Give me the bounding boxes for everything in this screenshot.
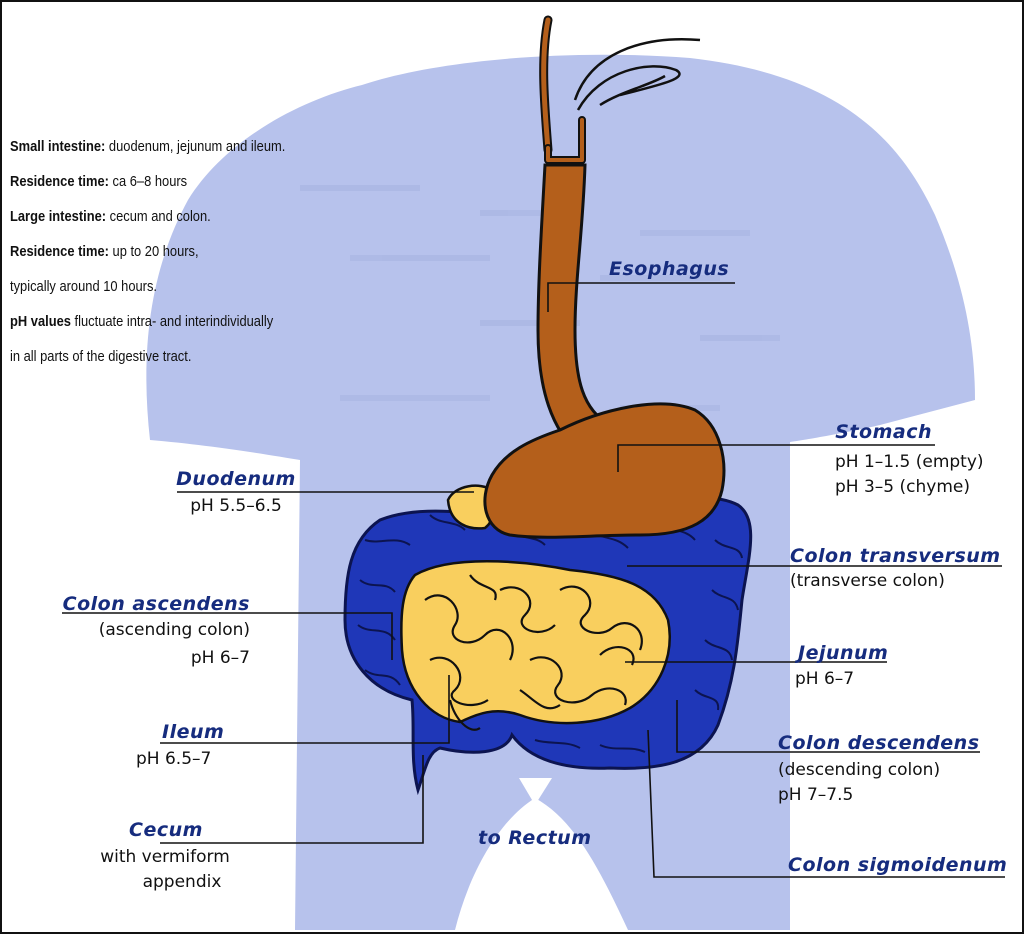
label-ileum-name: Ileum — [162, 721, 225, 743]
info-text-block: Small intestine: duodenum, jejunum and i… — [10, 138, 320, 383]
label-duodenum-line: pH 5.5–6.5 — [190, 496, 282, 516]
info-line: typically around 10 hours. — [10, 278, 320, 313]
info-line: Small intestine: duodenum, jejunum and i… — [10, 138, 320, 173]
label-duodenum-name: Duodenum — [176, 468, 296, 490]
info-text: duodenum, jejunum and ileum. — [105, 138, 286, 155]
info-label: Residence time: — [10, 173, 109, 190]
label-duodenum: Duodenum pH 5.5–6.5 — [176, 467, 296, 519]
label-colon-descendens: Colon descendens (descending colon) pH 7… — [778, 731, 980, 808]
info-line: pH values fluctuate intra- and interindi… — [10, 313, 320, 348]
label-stomach-ph: pH 1–1.5 (empty) pH 3–5 (chyme) — [835, 450, 984, 500]
label-jejunum: Jejunum pH 6–7 — [795, 641, 888, 692]
label-jejunum-line: pH 6–7 — [795, 669, 855, 689]
label-stomach-line: pH 1–1.5 (empty) — [835, 452, 984, 472]
label-colon-descendens-line: pH 7–7.5 — [778, 785, 854, 805]
vessel-lines — [573, 38, 701, 111]
label-colon-transversum-name: Colon transversum — [790, 545, 1001, 567]
label-esophagus-name: Esophagus — [609, 258, 730, 280]
label-colon-transversum-line: (transverse colon) — [790, 571, 945, 591]
info-line: in all parts of the digestive tract. — [10, 348, 320, 383]
label-colon-transversum: Colon transversum (transverse colon) — [790, 544, 1001, 594]
info-line: Large intestine: cecum and colon. — [10, 208, 320, 243]
info-label: Large intestine: — [10, 208, 107, 225]
info-line: Residence time: ca 6–8 hours — [10, 173, 320, 208]
label-stomach: Stomach — [835, 420, 932, 444]
info-text: up to 20 hours, — [108, 243, 199, 260]
leader-lines — [62, 282, 1005, 878]
info-text: ca 6–8 hours — [108, 173, 188, 190]
label-colon-sigmoidenum: Colon sigmoidenum — [788, 853, 1007, 877]
label-cecum-name: Cecum — [129, 819, 203, 841]
info-text: typically around 10 hours. — [10, 278, 158, 295]
label-stomach-line: pH 3–5 (chyme) — [835, 477, 970, 497]
label-jejunum-name: Jejunum — [798, 642, 889, 664]
small-intestine-shape — [400, 560, 671, 725]
info-line: Residence time: up to 20 hours, — [10, 243, 320, 278]
label-colon-descendens-name: Colon descendens — [778, 732, 980, 754]
intestine-folds — [424, 574, 643, 731]
label-colon-ascendens-name: Colon ascendens — [62, 593, 250, 615]
label-stomach-name: Stomach — [835, 421, 932, 443]
label-cecum-line: appendix — [142, 872, 222, 892]
label-colon-sigmoidenum-name: Colon sigmoidenum — [788, 854, 1008, 876]
label-colon-ascendens-line: pH 6–7 — [190, 648, 250, 668]
label-ileum: Ileum pH 6.5–7 — [136, 720, 224, 772]
label-cecum: Cecum with vermiform appendix — [95, 818, 235, 895]
label-ileum-line: pH 6.5–7 — [136, 749, 212, 769]
label-to-rectum: to Rectum — [478, 826, 592, 850]
info-label: pH values — [10, 313, 71, 330]
label-colon-ascendens: Colon ascendens (ascending colon) pH 6–7 — [63, 592, 250, 671]
info-text: cecum and colon. — [106, 208, 211, 225]
label-colon-ascendens-line: (ascending colon) — [98, 620, 250, 640]
info-text: in all parts of the digestive tract. — [10, 348, 192, 365]
label-colon-descendens-line: (descending colon) — [778, 760, 941, 780]
stomach-shape — [483, 402, 726, 539]
label-esophagus: Esophagus — [609, 257, 729, 281]
info-label: Residence time: — [10, 243, 109, 260]
label-cecum-line: with vermiform — [100, 847, 230, 867]
rectum-arrow — [519, 778, 552, 805]
label-to-rectum-name: to Rectum — [478, 827, 592, 849]
info-text: fluctuate intra- and interindividually — [70, 313, 274, 330]
info-label: Small intestine: — [10, 138, 106, 155]
